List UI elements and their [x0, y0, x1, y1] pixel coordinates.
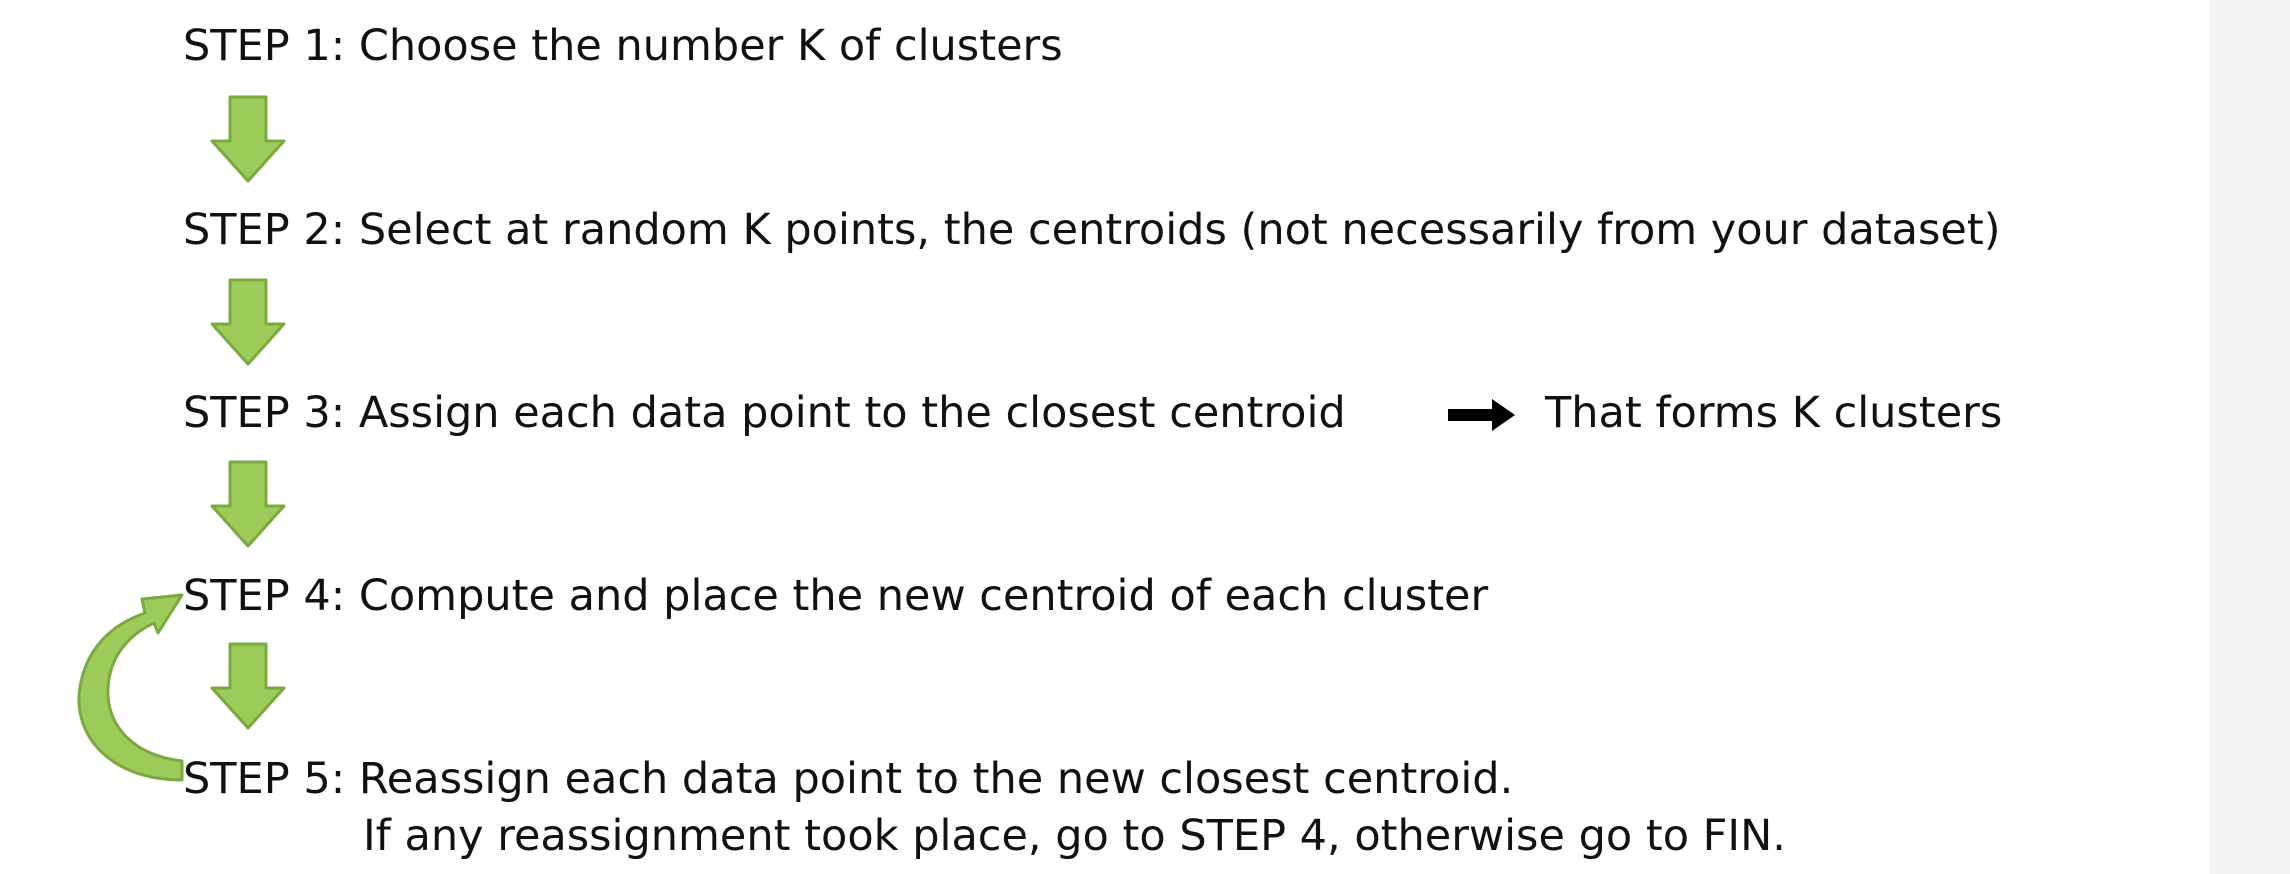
- step-5: STEP 5: Reassign each data point to the …: [183, 751, 1513, 807]
- step-4: STEP 4: Compute and place the new centro…: [183, 568, 1488, 624]
- down-arrow-icon: [210, 460, 286, 548]
- step-3-label: STEP 3: [183, 388, 331, 438]
- step-5-label: STEP 5: [183, 754, 331, 804]
- down-arrow-icon: [210, 642, 286, 730]
- down-arrow-icon: [210, 95, 286, 183]
- down-arrow-icon: [210, 278, 286, 366]
- step-1: STEP 1: Choose the number K of clusters: [183, 18, 1063, 74]
- step-4-label: STEP 4: [183, 571, 331, 621]
- step-5-text: : Reassign each data point to the new cl…: [330, 754, 1514, 804]
- step-2-label: STEP 2: [183, 205, 331, 255]
- right-arrow-icon: [1448, 399, 1515, 431]
- step-1-text: : Choose the number K of clusters: [330, 21, 1063, 71]
- step-3-text: : Assign each data point to the closest …: [330, 388, 1346, 438]
- right-edge-band: [2210, 0, 2290, 874]
- step-2-text: : Select at random K points, the centroi…: [330, 205, 2001, 255]
- step-2: STEP 2: Select at random K points, the c…: [183, 202, 2001, 258]
- step-3-result: That forms K clusters: [1545, 388, 2003, 438]
- step-1-label: STEP 1: [183, 21, 331, 71]
- loop-back-arrow-icon: [77, 593, 184, 782]
- step-5-continuation: If any reassignment took place, go to ST…: [363, 811, 1786, 861]
- step-3: STEP 3: Assign each data point to the cl…: [183, 385, 1346, 441]
- step-4-text: : Compute and place the new centroid of …: [330, 571, 1489, 621]
